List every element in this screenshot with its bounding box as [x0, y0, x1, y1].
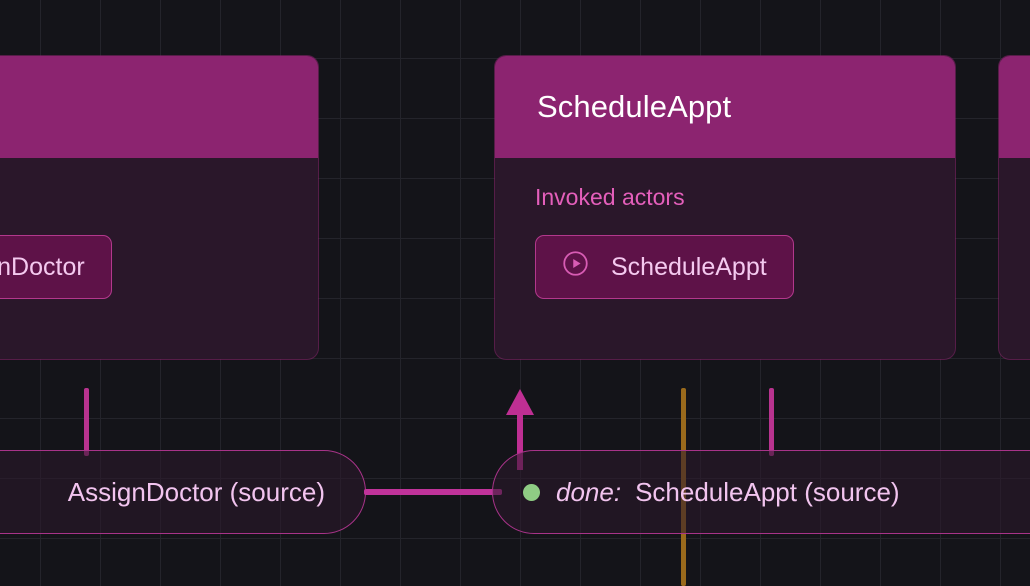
right-edge-card-title	[999, 56, 1030, 158]
pill-label-text: ScheduleAppt (source)	[635, 476, 900, 507]
schedule-return-arrow-head	[506, 389, 534, 415]
assign-doctor-card-body: d actors AssignDoctor	[0, 158, 318, 299]
schedule-appt-card-title: ScheduleAppt	[495, 56, 955, 158]
schedule-return-arrow-stem	[517, 412, 523, 470]
pill-text: done: ScheduleAppt (source)	[556, 477, 900, 508]
assign-to-schedule-edge	[364, 489, 502, 495]
assign-doctor-top-tick	[84, 388, 89, 456]
status-dot	[523, 483, 540, 501]
right-edge-card[interactable]	[999, 56, 1030, 359]
invoked-actors-label: Invoked actors	[535, 184, 685, 210]
schedule-appt-source-pill[interactable]: done: ScheduleAppt (source)	[492, 450, 1030, 534]
assign-doctor-card-title	[0, 56, 318, 158]
assign-doctor-source-pill[interactable]: AssignDoctor (source)	[0, 450, 366, 534]
actor-chip-label: AssignDoctor	[0, 252, 85, 281]
schedule-appt-card[interactable]: ScheduleAppt Invoked actors ScheduleAppt	[495, 56, 955, 359]
schedule-top-tick	[769, 388, 774, 456]
play-circle-icon	[562, 250, 589, 284]
pill-text: AssignDoctor (source)	[68, 477, 325, 508]
pill-label-text: AssignDoctor (source)	[67, 476, 325, 507]
actor-chip-assigndoctor[interactable]: AssignDoctor	[0, 235, 112, 299]
assign-doctor-card[interactable]: d actors AssignDoctor	[0, 56, 318, 359]
actor-chip-label: ScheduleAppt	[611, 252, 767, 281]
actor-chip-scheduleappt[interactable]: ScheduleAppt	[535, 235, 794, 299]
pill-event-label: done:	[556, 476, 622, 507]
invoked-actors-label: d actors	[0, 184, 278, 211]
schedule-appt-card-body: Invoked actors ScheduleAppt	[495, 158, 955, 299]
